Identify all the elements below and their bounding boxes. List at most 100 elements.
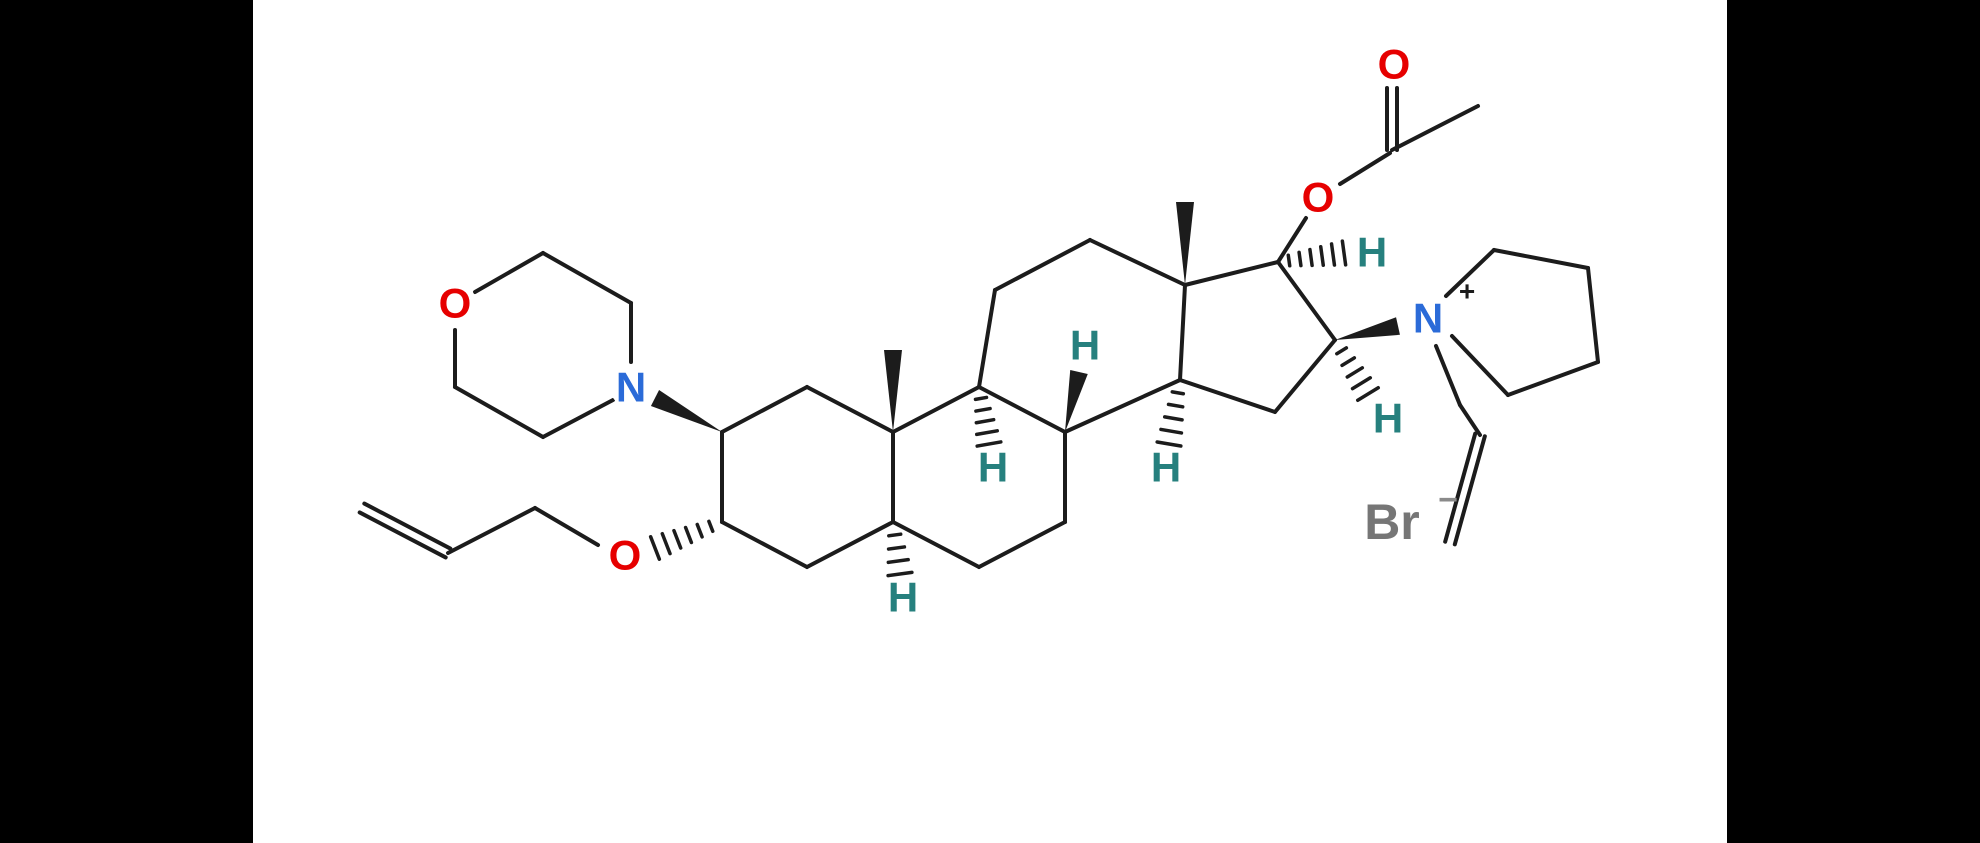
atom-label-carbonyl-o: O — [1378, 41, 1411, 88]
bond — [1273, 338, 1337, 414]
atom-halo — [1297, 176, 1339, 218]
bond — [1276, 216, 1308, 264]
bond — [805, 520, 895, 569]
atom-halo — [604, 534, 646, 576]
bond — [886, 557, 910, 565]
bond — [886, 570, 914, 578]
atom-halo — [1351, 231, 1393, 273]
bond — [977, 288, 997, 389]
bond-lines — [357, 86, 1600, 578]
bond — [453, 385, 545, 439]
bond — [1340, 239, 1348, 267]
bond — [533, 506, 600, 547]
atom-label-h-c14: H — [1151, 444, 1181, 491]
bond — [707, 519, 715, 534]
bond — [977, 385, 1067, 434]
bond — [446, 506, 537, 555]
bond — [473, 251, 545, 294]
bond — [1063, 378, 1182, 434]
bond — [1350, 376, 1373, 391]
bond — [1308, 247, 1314, 268]
atom-label-ester-o: O — [1302, 174, 1335, 221]
bond — [891, 520, 981, 569]
atom-halo — [434, 282, 476, 324]
bond — [1338, 151, 1392, 186]
atom-label-pyrrolidinium-charge: + — [1459, 276, 1475, 307]
atom-label-morpholine-n: N — [616, 364, 646, 411]
atom-labels: O N O O O N + H H H H H H Br− — [434, 41, 1475, 621]
atom-halo — [1407, 297, 1449, 339]
bond — [1356, 385, 1380, 403]
atom-label-h-c17: H — [1357, 229, 1387, 276]
atom-halo — [1367, 397, 1409, 439]
bond — [695, 522, 704, 539]
atom-halo — [1145, 446, 1187, 488]
bond — [1088, 238, 1187, 287]
bond — [1178, 283, 1187, 382]
bond — [357, 510, 448, 560]
bond — [1443, 431, 1478, 544]
atom-label-bromide-charge: − — [1438, 481, 1458, 519]
atom-label-h-c9: H — [978, 444, 1008, 491]
atom-label-h-c16: H — [1373, 395, 1403, 442]
wedge-bond — [1065, 369, 1088, 432]
bond — [887, 532, 903, 538]
bond — [1390, 104, 1480, 152]
atom-label-allyloxy-o: O — [609, 532, 642, 579]
atom-halo — [1360, 490, 1424, 554]
bond — [683, 525, 694, 545]
atom-label-h-c8: H — [1070, 322, 1100, 369]
bond — [993, 238, 1092, 292]
bond — [1170, 390, 1186, 396]
bond — [1452, 434, 1487, 547]
bond — [886, 545, 907, 551]
bond — [974, 406, 992, 413]
bond — [541, 251, 633, 305]
bond — [1155, 440, 1183, 448]
bond — [1329, 242, 1337, 267]
bond — [1162, 415, 1184, 422]
bond — [1183, 260, 1280, 287]
atom-halo — [610, 366, 652, 408]
bond — [1450, 334, 1510, 397]
atom-halo — [882, 576, 924, 618]
bond — [672, 528, 683, 550]
bond — [1297, 250, 1303, 268]
bond — [805, 385, 895, 434]
bond — [1444, 248, 1496, 298]
bond — [974, 417, 996, 425]
wedge-bond — [1335, 317, 1400, 340]
bond — [1340, 356, 1357, 368]
bond — [541, 398, 615, 439]
bond — [1159, 427, 1184, 435]
wedge-bond — [1176, 202, 1194, 285]
atom-label-pyrrolidinium-n: N — [1413, 295, 1443, 342]
bond — [1492, 248, 1590, 270]
bond — [720, 385, 809, 434]
bond — [1345, 366, 1365, 379]
bond — [1276, 260, 1337, 342]
bond — [973, 395, 989, 402]
bond — [1318, 245, 1326, 267]
bond — [891, 385, 981, 434]
bond — [648, 535, 662, 561]
bond — [1434, 344, 1462, 407]
bond — [1166, 402, 1185, 409]
bond — [1286, 253, 1292, 268]
wedge-bond — [650, 389, 722, 432]
bond — [975, 429, 999, 437]
wedge-bond — [884, 350, 902, 432]
atom-label-h-c5: H — [888, 574, 918, 621]
atom-halo — [1064, 324, 1106, 366]
atom-label-bromide: Br — [1364, 494, 1420, 550]
atom-label-morpholine-o: O — [439, 280, 472, 327]
bond — [362, 501, 453, 551]
bond — [1586, 266, 1600, 364]
bond — [720, 520, 809, 569]
bond — [1335, 346, 1349, 356]
bond — [977, 520, 1067, 569]
bond — [660, 531, 672, 556]
atom-halo — [1373, 43, 1415, 85]
